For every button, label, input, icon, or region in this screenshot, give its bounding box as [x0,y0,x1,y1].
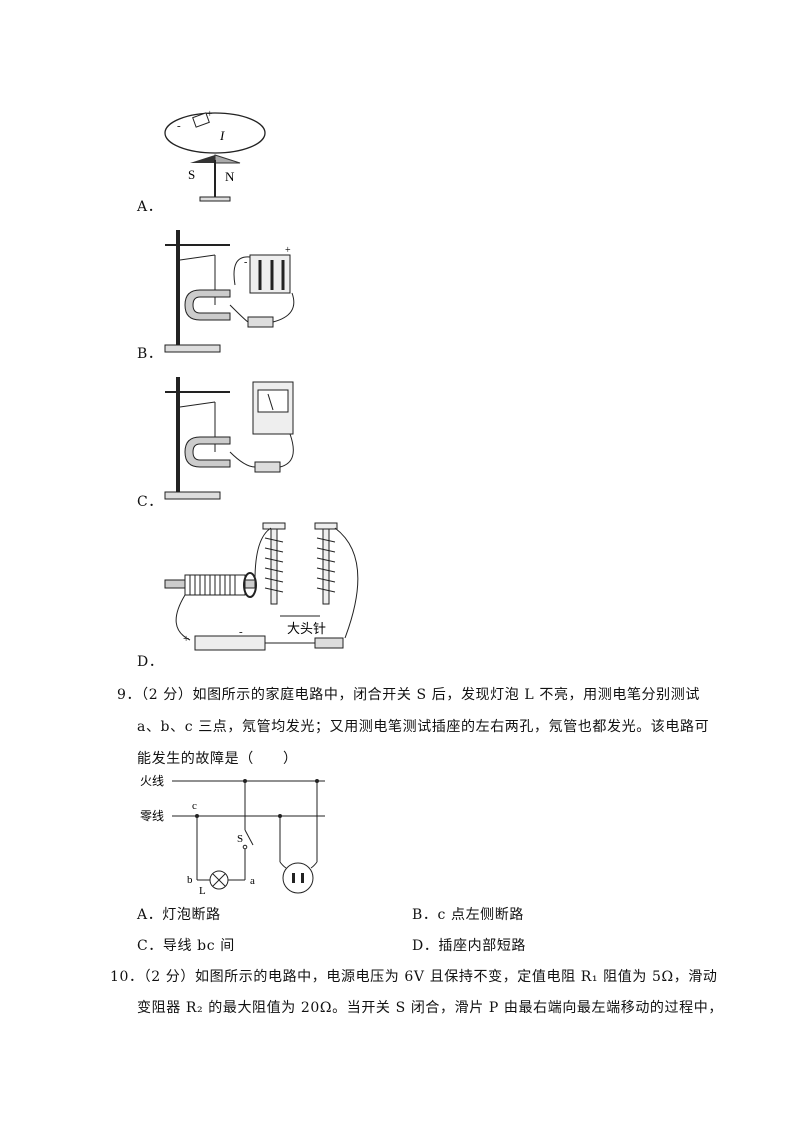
figure-b-motor-setup: - + [164,230,295,353]
figure-d-electromagnet-setup: 大头针 + - [164,522,359,651]
q9-line-3: 能发生的故障是（ ） [137,751,298,767]
svg-text:I: I [219,128,225,143]
q9-option-d: D．插座内部短路 [412,938,527,954]
option-b-label: B． [137,346,163,362]
figure-a-oersted: + - I S N [164,109,266,202]
svg-text:b: b [187,874,193,886]
option-c-label: C． [137,494,163,510]
option-a-label: A． [137,199,163,215]
svg-text:+: + [285,245,291,256]
svg-text:+: + [183,633,189,645]
q9-option-a: A．灯泡断路 [137,907,221,923]
q9-line-1: 9．（2 分）如图所示的家庭电路中，闭合开关 S 后，发现灯泡 L 不亮，用测电… [117,687,700,703]
svg-text:N: N [225,169,235,184]
svg-text:-: - [177,120,181,132]
svg-text:-: - [239,626,243,638]
svg-text:S: S [188,167,195,182]
svg-text:火线: 火线 [140,774,164,788]
svg-text:S: S [237,833,243,845]
q9-option-c: C．导线 bc 间 [137,938,235,954]
svg-text:L: L [199,885,206,895]
q10-line-2: 变阻器 R₂ 的最大阻值为 20Ω。当开关 S 闭合，滑片 P 由最右端向最左端… [137,1000,723,1016]
q9-option-b: B．c 点左侧断路 [412,907,524,923]
svg-text:+: + [207,109,213,120]
svg-text:-: - [244,257,247,268]
svg-text:大头针: 大头针 [287,621,326,636]
svg-text:c: c [192,800,197,812]
svg-text:a: a [250,875,255,887]
svg-text:零线: 零线 [140,809,164,823]
q10-line-1: 10．（2 分）如图所示的电路中，电源电压为 6V 且保持不变，定值电阻 R₁ … [110,969,718,985]
figure-c-generator-setup [164,377,294,500]
q9-circuit-diagram: 火线 零线 c S b L a [140,774,325,895]
option-d-label: D． [137,654,164,670]
q9-line-2: a、b、c 三点，氖管均发光；又用测电笔测试插座的左右两孔，氖管也都发光。该电路… [137,719,710,735]
